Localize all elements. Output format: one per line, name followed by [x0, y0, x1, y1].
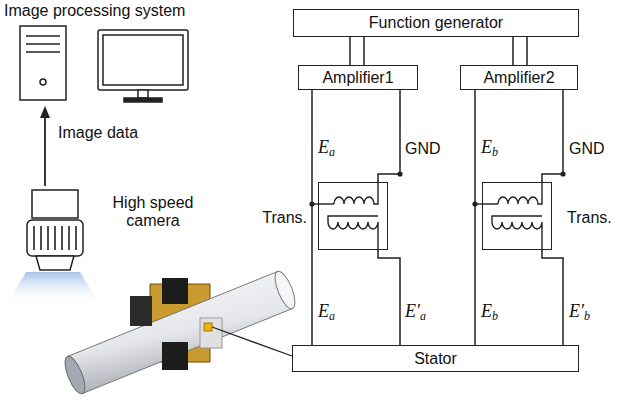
wire-connector: [542, 250, 563, 345]
box-label: Stator: [414, 350, 457, 368]
box-label: Amplifier2: [483, 69, 554, 87]
text-label: Image processing system: [4, 2, 185, 20]
box-label: Trans.: [262, 209, 307, 227]
transformer-box: Trans.: [482, 182, 552, 250]
text-label: Image data: [58, 124, 138, 142]
signal-name: E′a: [405, 301, 426, 324]
signal-name: Ea: [318, 137, 335, 160]
block-box: Stator: [292, 345, 579, 372]
monitor: [98, 30, 188, 102]
wire-connector: [542, 90, 566, 182]
box-label: Amplifier1: [322, 69, 393, 87]
wire-connector: [378, 250, 400, 345]
box-label: Function generator: [369, 14, 503, 32]
wire-connector: [378, 90, 403, 182]
block-box: Amplifier2: [460, 65, 578, 90]
computer-tower: [20, 26, 66, 100]
signal-name: E′b: [569, 301, 590, 324]
signal-name: Eb: [481, 301, 498, 324]
signal-name: Ea: [318, 301, 335, 324]
wire-connector: [350, 37, 364, 65]
image-data-arrow: [40, 106, 50, 186]
box-label: Trans.: [567, 209, 612, 227]
wire-connector: [311, 90, 313, 345]
signal-name: Eb: [481, 137, 498, 160]
block-box: Function generator: [293, 9, 579, 37]
high-speed-camera: [6, 190, 100, 305]
text-label: GND: [569, 140, 605, 158]
transformer-coils: [309, 182, 542, 250]
block-box: Amplifier1: [298, 65, 418, 90]
transformer-box: Trans.: [318, 182, 388, 250]
rod-and-stator: [61, 269, 299, 396]
wire-connector: [474, 90, 476, 345]
wire-connector: [513, 37, 527, 65]
text-label: GND: [405, 140, 441, 158]
text-label: High speed camera: [104, 194, 202, 231]
